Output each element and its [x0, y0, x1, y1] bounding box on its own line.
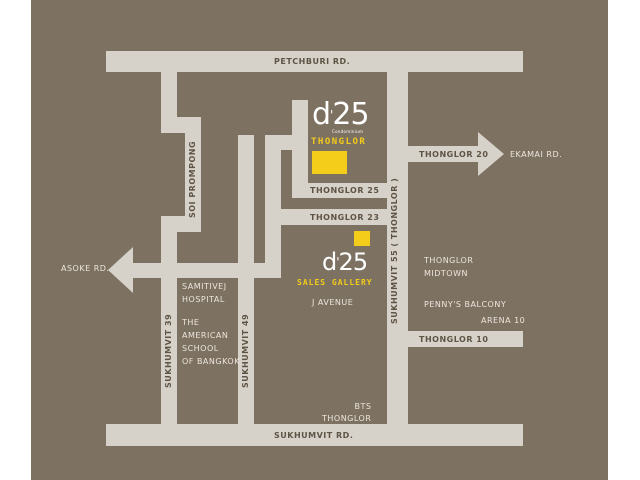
gallery-label: SALES GALLERY [297, 278, 373, 287]
road-network [106, 51, 523, 446]
label-thonglor-23: THONGLOR 23 [310, 213, 380, 222]
project-location-name: THONGLOR [311, 137, 367, 147]
road-soi-prompong-top [161, 72, 177, 122]
map-background [31, 0, 608, 480]
road-sukhumvit-49 [238, 135, 254, 424]
road-thonglor-23 [265, 209, 387, 225]
place-pennys-balcony: PENNY'S BALCONY [424, 300, 507, 309]
road-petchburi [106, 51, 523, 72]
place-arena-10: ARENA 10 [481, 316, 526, 325]
place-samitivej: SAMITIVEJ HOSPITAL [182, 282, 227, 304]
label-asoke: ASOKE RD. [61, 264, 110, 273]
gallery-logo: d'25 [322, 248, 368, 276]
road-thonglor-20 [408, 146, 482, 162]
road-sukhumvit [106, 424, 523, 446]
label-thonglor-25: THONGLOR 25 [310, 186, 380, 195]
project-logo-sub: Condominium [332, 129, 364, 134]
road-soi-winding [265, 135, 281, 263]
arrow-ekamai [478, 132, 504, 176]
label-petchburi: PETCHBURI RD. [274, 57, 351, 66]
arrow-asoke [108, 247, 133, 293]
label-ekamai: EKAMAI RD. [510, 150, 563, 159]
road-soi-to-thonglor-25 [292, 100, 308, 198]
label-thonglor-10: THONGLOR 10 [419, 335, 489, 344]
place-american-school: THE AMERICAN SCHOOL OF BANGKOK [182, 318, 240, 366]
label-sukhumvit: SUKHUMVIT RD. [274, 431, 354, 440]
label-soi-prompong: SOI PROMPONG [188, 140, 197, 218]
road-thonglor-10 [408, 331, 523, 347]
label-sukhumvit-39: SUKHUMVIT 39 [164, 313, 173, 388]
project-marker [312, 151, 347, 174]
label-sukhumvit-55: SUKHUMVIT 55 ( THONGLOR ) [390, 177, 399, 324]
project-logo: d'25 [312, 97, 370, 132]
road-to-asoke [130, 263, 281, 278]
road-sukhumvit-55 [387, 72, 408, 424]
place-j-avenue: J AVENUE [312, 298, 354, 307]
label-sukhumvit-49: SUKHUMVIT 49 [241, 313, 250, 388]
place-bts-thonglor: BTS THONGLOR [322, 402, 372, 423]
label-thonglor-20: THONGLOR 20 [419, 150, 489, 159]
gallery-marker [354, 231, 370, 246]
place-thonglor-midtown: THONGLOR MIDTOWN [424, 256, 474, 278]
road-soi-prompong [185, 117, 201, 232]
road-thonglor-25 [300, 183, 387, 198]
